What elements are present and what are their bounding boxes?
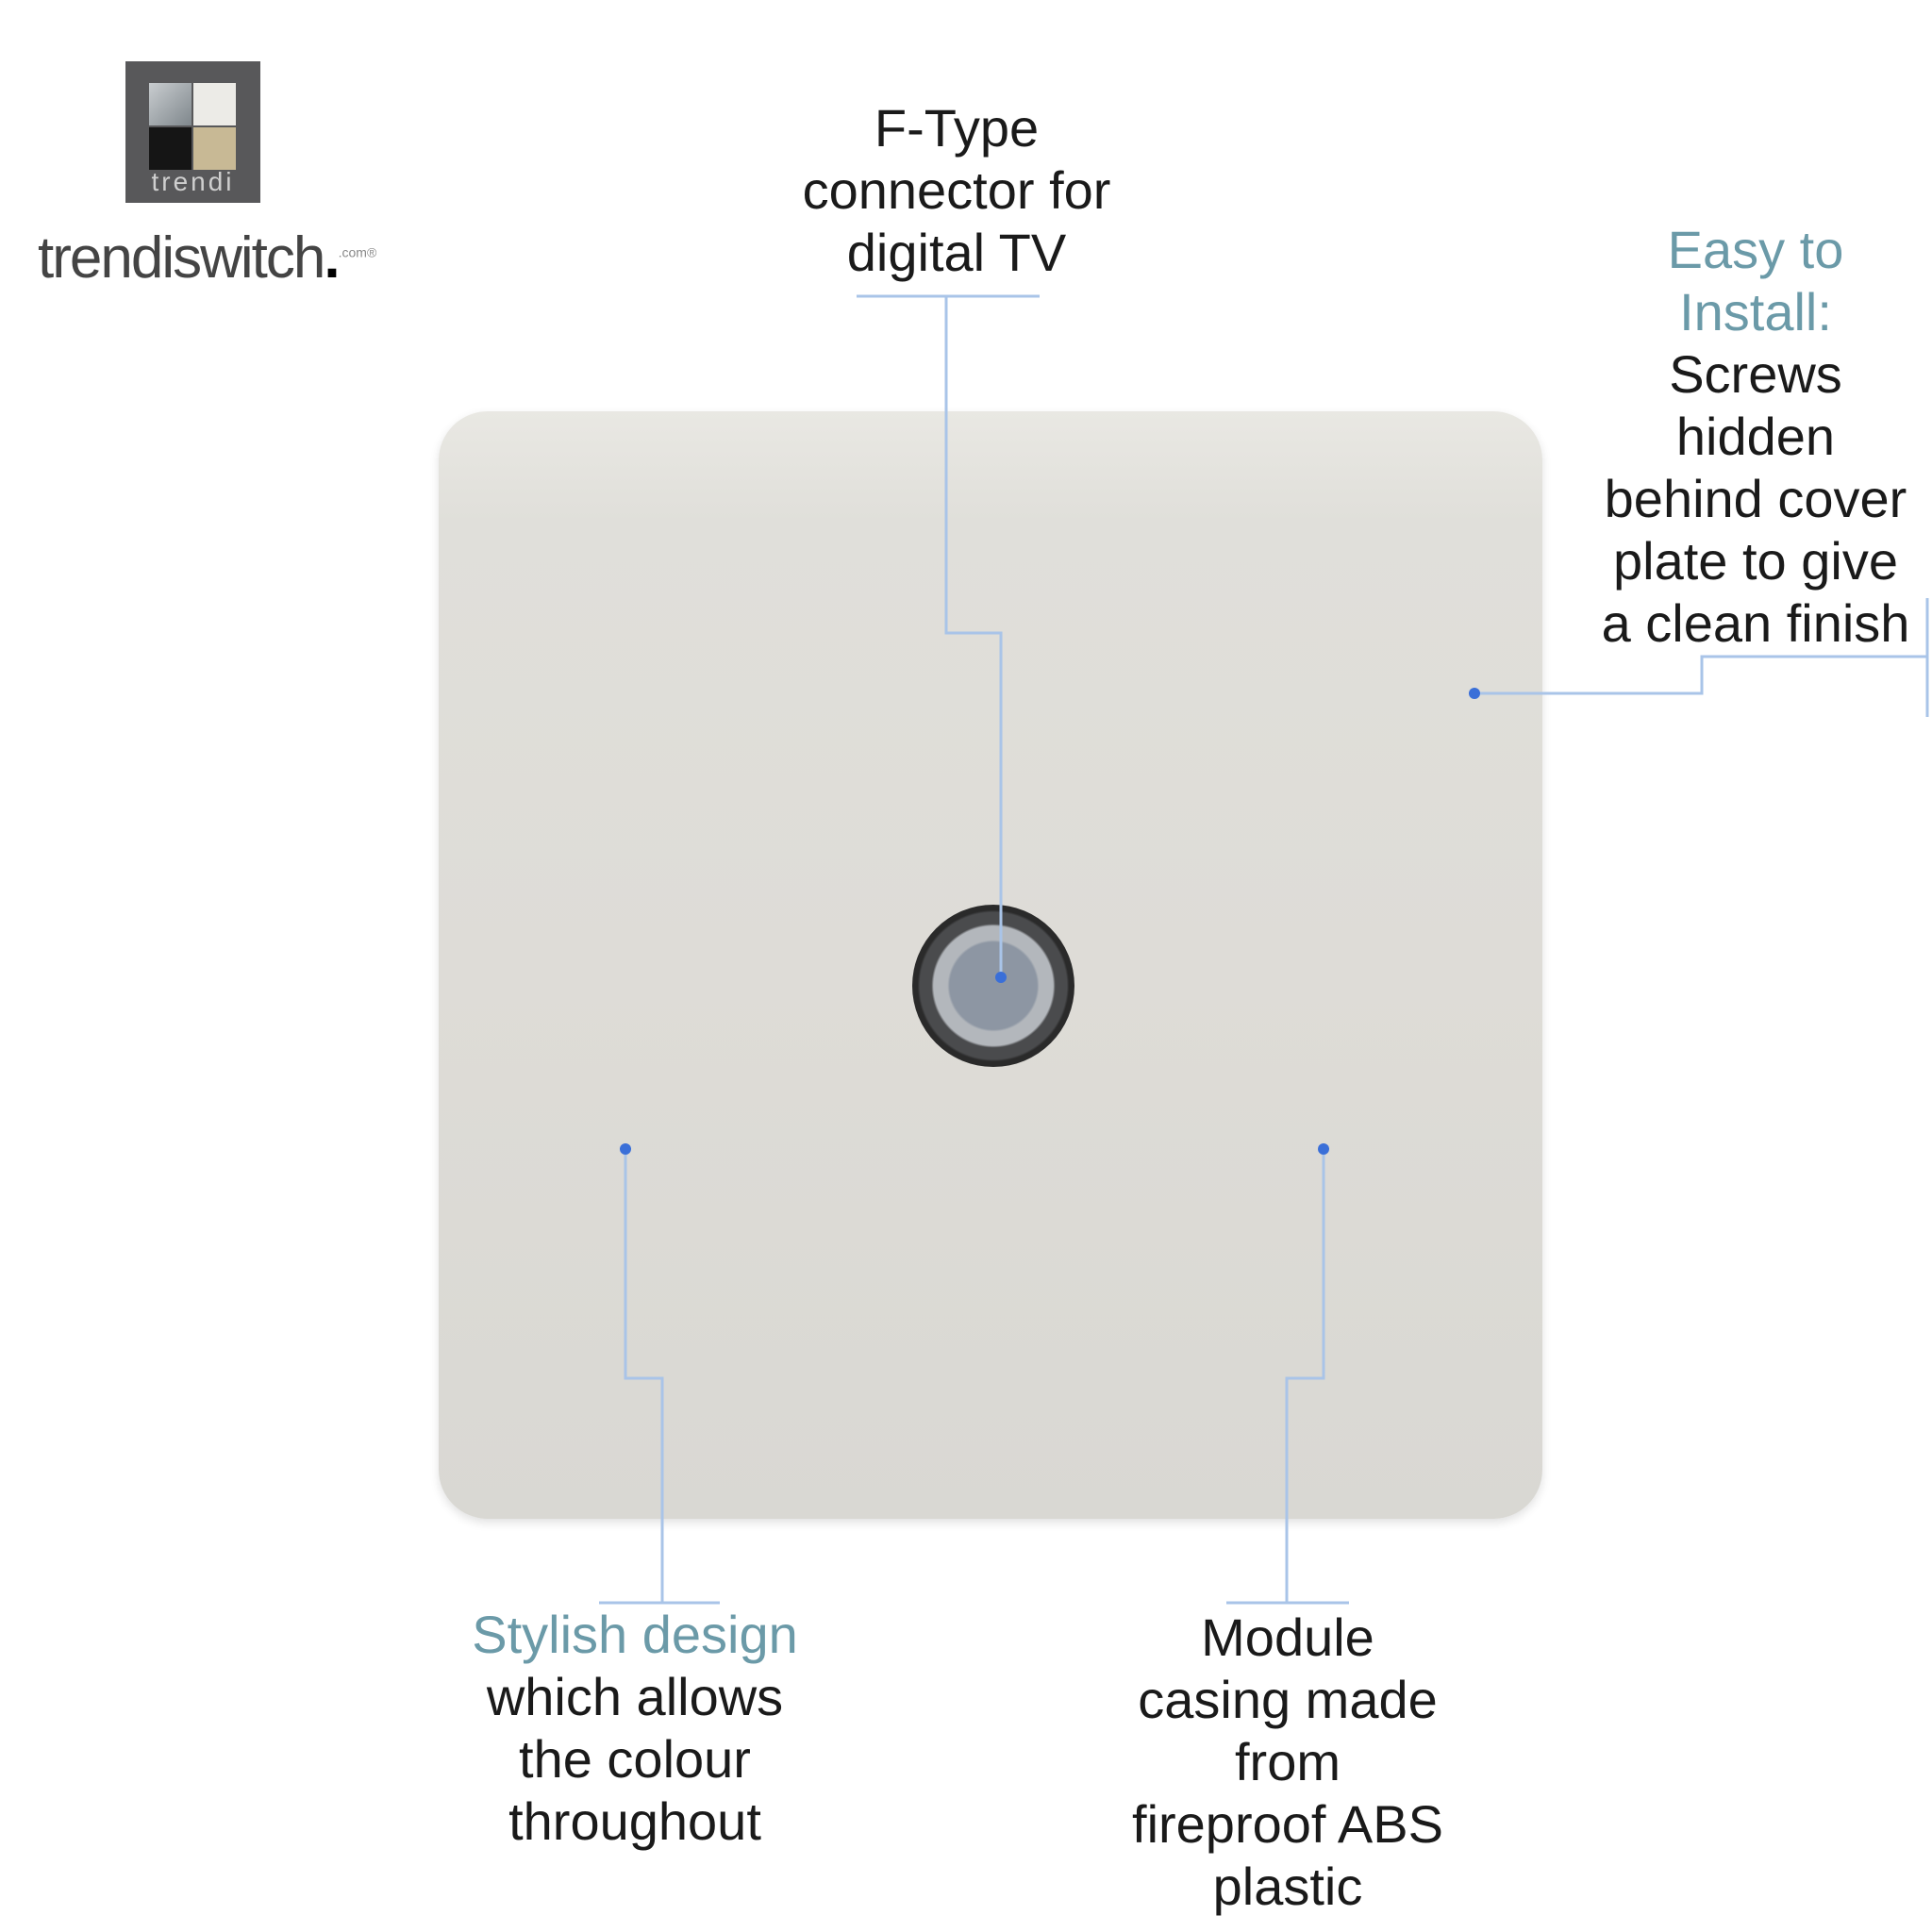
brand-logo: trendi — [125, 61, 260, 203]
callout-line: the colour — [519, 1729, 751, 1789]
callout-module: Module casing made from fireproof ABS pl… — [1132, 1607, 1443, 1918]
leader-dot-connector — [995, 972, 1007, 983]
callout-line: digital TV — [846, 223, 1067, 282]
callout-line: hidden — [1675, 407, 1836, 466]
callout-line: plate to give — [1613, 531, 1898, 591]
logo-tile-white — [193, 83, 236, 125]
callout-line: behind cover — [1604, 469, 1907, 528]
wordmark-suffix: .com — [338, 244, 367, 260]
callout-heading: Stylish design — [472, 1605, 798, 1664]
logo-small-text: trendi — [151, 167, 235, 196]
callout-install: Easy to Install: Screws hidden behind co… — [1602, 219, 1910, 655]
wordmark-text: trendiswitch — [38, 225, 325, 291]
wordmark-dot: . — [324, 225, 340, 291]
leader-line-install — [1474, 655, 1927, 695]
callout-line: Screws — [1669, 344, 1842, 404]
leader-line-connector — [944, 296, 1003, 977]
callout-connector: F-Type connector for digital TV — [803, 97, 1111, 284]
callout-line: which allows — [486, 1667, 784, 1726]
callout-line: connector for — [802, 160, 1111, 220]
leader-line-module — [1285, 1149, 1325, 1603]
callout-heading: Install: — [1679, 282, 1832, 341]
callout-line: casing made — [1138, 1670, 1438, 1729]
registered-mark: ® — [366, 244, 377, 260]
callout-line: from — [1235, 1732, 1341, 1791]
leader-dot-install — [1469, 688, 1480, 699]
callout-line: fireproof ABS — [1132, 1794, 1443, 1854]
logo-tile-gold — [193, 127, 236, 170]
leader-dot-module — [1318, 1143, 1329, 1155]
callout-line: Module — [1201, 1607, 1374, 1667]
brand-wordmark: trendiswitch..com® — [38, 225, 376, 291]
callout-line: F-Type — [874, 98, 1040, 158]
leader-dot-design — [620, 1143, 631, 1155]
callout-line: a clean finish — [1601, 593, 1910, 653]
callout-line: throughout — [508, 1791, 761, 1851]
logo-tile-silver — [149, 83, 192, 125]
logo-tile-black — [149, 127, 192, 170]
callout-line: plastic — [1212, 1857, 1363, 1916]
f-type-connector — [912, 905, 1074, 1067]
callout-heading: Easy to — [1667, 220, 1844, 279]
callout-design: Stylish design which allows the colour t… — [472, 1604, 798, 1853]
leader-line-design — [624, 1149, 664, 1603]
